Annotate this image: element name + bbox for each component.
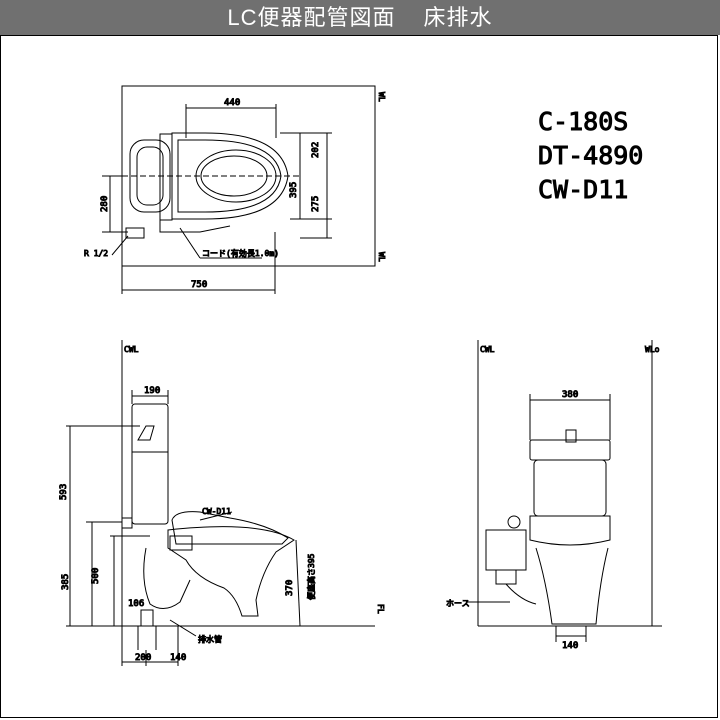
plan-dim-440: 440	[224, 98, 240, 108]
side-dim-200: 200	[135, 653, 151, 663]
side-dim-593: 593	[59, 484, 69, 500]
model-dt4890: DT-4890	[538, 141, 643, 170]
front-bowl	[535, 547, 609, 625]
front-valve-box	[485, 529, 527, 571]
side-leader-drain	[169, 619, 197, 637]
model-c180s: C-180S	[538, 107, 628, 136]
front-label-hose: ホース	[446, 599, 470, 608]
plan-dim-750: 750	[191, 280, 207, 290]
front-tank-lid	[529, 439, 611, 461]
side-dim-140: 140	[170, 653, 186, 663]
side-floor-mark: FL	[376, 604, 385, 614]
side-label-drain: 排水管	[198, 634, 222, 644]
side-dim-500: 500	[91, 568, 101, 584]
front-tank-body	[533, 459, 607, 517]
plan-view	[102, 85, 376, 294]
side-trap	[143, 547, 191, 609]
side-view	[66, 340, 375, 666]
side-label-cw: CW-D11	[202, 507, 231, 516]
side-dim-190: 190	[144, 386, 160, 396]
plan-leader-cord	[179, 227, 201, 259]
side-wall-label: CWL	[124, 345, 139, 354]
side-seat-hinge	[169, 535, 193, 551]
front-wall-label-left: CWL	[480, 345, 495, 354]
plan-dim-275: 275	[311, 196, 321, 212]
side-drain-pipe	[140, 609, 154, 627]
side-valve	[121, 517, 133, 529]
front-tank-button	[565, 429, 577, 443]
model-cwd11: CW-D11	[538, 175, 628, 204]
plan-leader-valve	[111, 235, 129, 256]
side-tank-spout	[137, 425, 155, 441]
side-seat	[171, 511, 289, 545]
plan-dim-280: 280	[100, 196, 110, 212]
side-dim-370: 370	[285, 580, 295, 596]
front-dim-380: 380	[562, 390, 578, 400]
plan-dim-395: 395	[289, 182, 299, 198]
side-dim-line-370	[295, 539, 301, 627]
front-view	[466, 340, 662, 642]
plan-base	[159, 212, 231, 233]
front-dim-140: 140	[562, 641, 578, 651]
side-dim-106: 106	[128, 599, 144, 609]
drawing-frame	[0, 35, 718, 718]
plan-label-cord: コード(有効長1.0m)	[202, 248, 279, 258]
side-leader-cw	[199, 511, 233, 521]
side-seat-height: 便座高さ395	[306, 553, 316, 600]
front-valve-lower	[495, 569, 517, 585]
front-valve-knob	[507, 515, 521, 529]
plan-dim-202: 202	[311, 142, 321, 158]
plan-valve	[125, 227, 145, 239]
side-bowl	[167, 526, 295, 617]
front-wall-label-right: WLo	[645, 345, 660, 354]
front-hose	[505, 583, 537, 605]
plan-wall-mark-bottom: WL	[377, 252, 386, 262]
title-main: LC便器配管図面	[227, 5, 396, 30]
side-dim-385: 385	[61, 574, 71, 590]
title-bar: LC便器配管図面 床排水	[0, 0, 720, 35]
front-seat	[529, 515, 611, 546]
plan-label-valve: R 1/2	[84, 249, 108, 258]
plan-wall-mark-top: WL	[377, 92, 386, 102]
side-tank	[131, 403, 169, 525]
title-sub: 床排水	[423, 5, 493, 30]
